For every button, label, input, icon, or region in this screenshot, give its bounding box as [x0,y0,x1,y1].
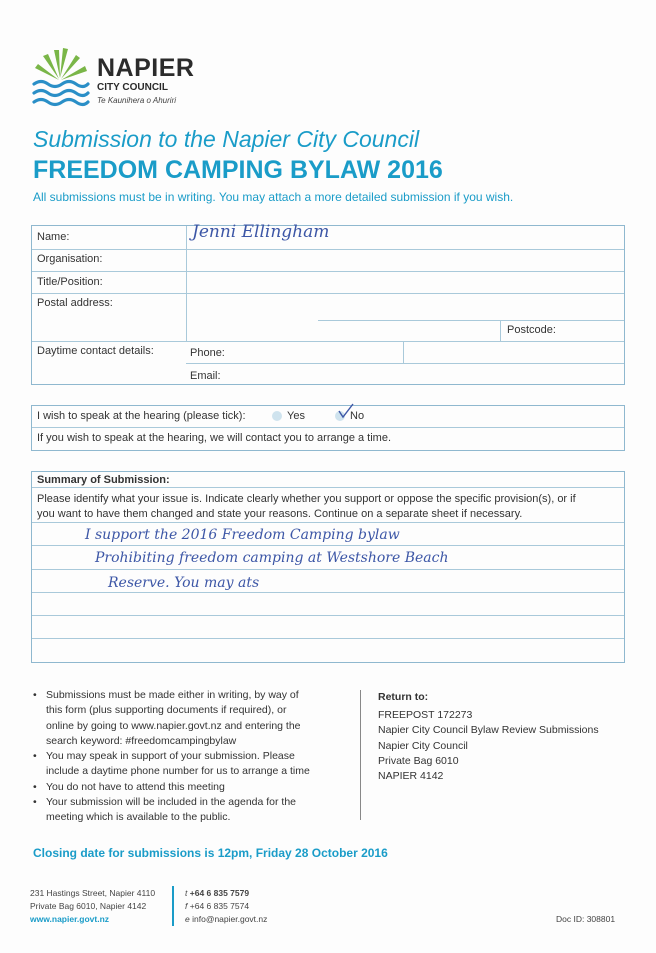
tick-mark-icon [338,403,354,419]
summary-box [31,471,625,663]
summary-hand-line-2: Prohibiting freedom camping at Westshore… [95,550,449,566]
doc-id: Doc ID: 308801 [556,914,616,924]
phone-label: Phone: [190,347,225,359]
info-list-text: You do not have to attend this meeting [46,781,225,793]
summary-textarea[interactable] [33,523,621,660]
email-label: Email: [190,370,221,382]
info-list-text: Submissions must be made either in writi… [46,689,299,701]
organisation-label: Organisation: [37,253,103,265]
info-list-text: Your submission will be included in the … [46,796,297,808]
postal-address-field[interactable] [188,295,498,340]
page-title: Submission to the Napier City Council [33,126,420,152]
summary-heading: Summary of Submission: [37,474,170,486]
return-address-line: Napier City Council Bylaw Review Submiss… [378,724,599,737]
contact-details-label: Daytime contact details: [37,345,154,357]
logo-maori-name: Te Kaunihera o Ahuriri [97,96,177,105]
no-label: No [350,410,365,422]
info-list-text: search keyword: #freedomcampingbylaw [46,734,237,747]
footer-address-1: 231 Hastings Street, Napier 4110 [30,888,156,898]
email-field[interactable] [230,365,620,382]
info-list-text: this form (plus supporting documents if … [46,704,287,717]
summary-hand-line-3: Reserve. You may ats [108,575,260,591]
yes-label: Yes [287,410,305,422]
organisation-field[interactable] [188,251,622,270]
title-position-field[interactable] [188,273,622,292]
return-address-line: FREEPOST 172273 [378,709,473,721]
name-field[interactable]: Jenni Ellingham [192,222,330,242]
return-address-line: Private Bag 6010 [378,754,459,767]
hearing-box [31,405,625,451]
footer-fax: f +64 6 835 7574 [185,901,250,911]
footer-email[interactable]: e info@napier.govt.nz [185,914,268,924]
bullet-icon: • [33,689,37,701]
return-address-line: NAPIER 4142 [378,770,444,783]
intro-text: All submissions must be in writing. You … [33,190,514,204]
title-position-label: Title/Position: [37,276,103,288]
name-label: Name: [37,231,70,243]
page-subtitle: FREEDOM CAMPING BYLAW 2016 [33,156,443,184]
info-list-item: • You do not have to attend this meeting [33,780,225,795]
details-box [31,225,625,385]
phone-field[interactable] [230,343,400,362]
info-list-text: online by going to www.napier.govt.nz an… [46,719,301,732]
bullet-icon: • [33,750,37,762]
bullet-icon: • [33,796,37,808]
return-heading: Return to: [378,691,429,703]
hearing-question: I wish to speak at the hearing (please t… [37,410,246,422]
logo-subname: CITY COUNCIL [97,82,168,93]
info-list-item: • Your submission will be included in the… [33,795,296,826]
summary-hand-line-1: I support the 2016 Freedom Camping bylaw [85,527,400,543]
summary-instructions-2: you want to have them changed and state … [37,508,523,520]
closing-date: Closing date for submissions is 12pm, Fr… [33,846,388,860]
logo-name: NAPIER [97,54,195,82]
postcode-label: Postcode: [507,324,556,336]
summary-instructions-1: Please identify what your issue is. Indi… [37,493,576,505]
return-address-line: Napier City Council [378,739,468,752]
info-list-text: You may speak in support of your submiss… [46,750,295,762]
footer-website-link[interactable]: www.napier.govt.nz [30,914,110,924]
postal-address-label: Postal address: [37,297,113,309]
info-list-item: • You may speak in support of your submis… [33,749,310,780]
hearing-note: If you wish to speak at the hearing, we … [37,432,392,444]
info-list-text: meeting which is available to the public… [46,811,231,824]
yes-checkbox[interactable] [272,411,282,421]
footer-address-2: Private Bag 6010, Napier 4142 [30,901,147,911]
no-checkbox[interactable] [335,411,345,421]
footer-tel: t +64 6 835 7579 [185,888,250,898]
info-list-text: include a daytime phone number for us to… [46,765,310,778]
napier-logo-icon [32,48,90,107]
info-list-item: • Submissions must be made either in writ… [33,688,301,749]
bullet-icon: • [33,781,37,793]
